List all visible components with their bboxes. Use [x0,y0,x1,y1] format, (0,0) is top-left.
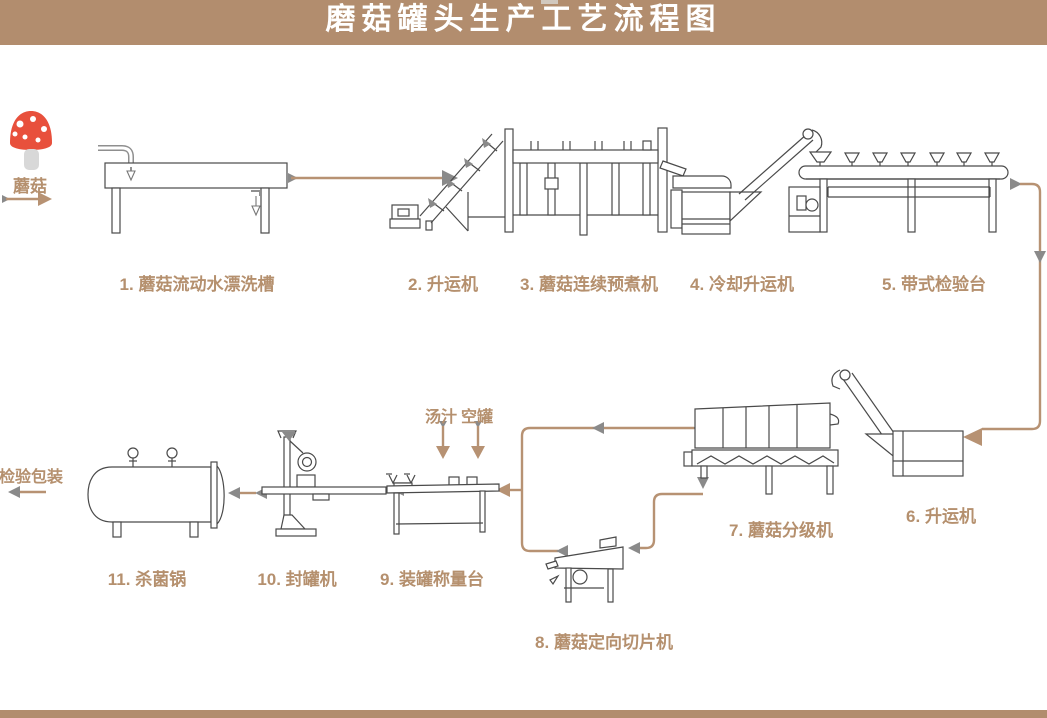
step-label-6: 6. 升运机 [906,507,976,526]
flow-7-9 [496,422,704,557]
step-label-4: 4. 冷却升运机 [690,275,794,294]
mushroom-icon [10,111,52,170]
machine-precooker [512,127,687,236]
step-label-11: 11. 杀菌锅 [107,570,187,589]
step-label-8: 8. 蘑菇定向切片机 [535,633,673,652]
footer-bar [0,710,1047,718]
machine-can-sealer [261,430,387,537]
step-label-10: 10. 封罐机 [257,570,337,589]
machine-rinse-tank [98,145,288,234]
machine-inspection-belt [788,151,1009,233]
machine-cooling-elevator [670,128,823,235]
header-banner: 磨菇罐头生产工艺流程图 [0,0,1047,45]
step-label-2: 2. 升运机 [408,275,478,294]
flow-1-2 [288,170,458,186]
belt-cones [843,152,1001,166]
output-arrow [8,486,46,498]
machine-weighing-table [386,473,500,535]
soup-arrow [436,421,450,459]
flow-lines [2,170,1046,557]
machine-elevator-2 [389,128,514,233]
empty-can-label: 空罐 [460,409,494,426]
step-label-9: 9. 装罐称量台 [380,570,484,589]
input-label: 蘑菇 [13,177,47,196]
input-arrow [2,192,52,206]
step-label-7: 7. 蘑菇分级机 [729,521,833,540]
machine-slicer [545,536,624,603]
banner-artifact [541,0,558,4]
machine-elevator-6 [831,369,964,477]
step-label-3: 3. 蘑菇连续预煮机 [520,275,658,294]
page-title: 磨菇罐头生产工艺流程图 [325,3,722,36]
machine-grader [683,402,840,495]
flow-7-8 [628,477,709,554]
soup-label: 汤汁 [424,409,458,426]
empty-can-arrow [471,421,485,459]
output-label: 检验包装 [0,469,64,486]
machine-sterilizer [87,447,225,538]
step-label-5: 5. 带式检验台 [882,275,986,294]
step-label-1: 1. 蘑菇流动水漂洗槽 [119,275,275,294]
flow-5-6 [963,178,1046,446]
